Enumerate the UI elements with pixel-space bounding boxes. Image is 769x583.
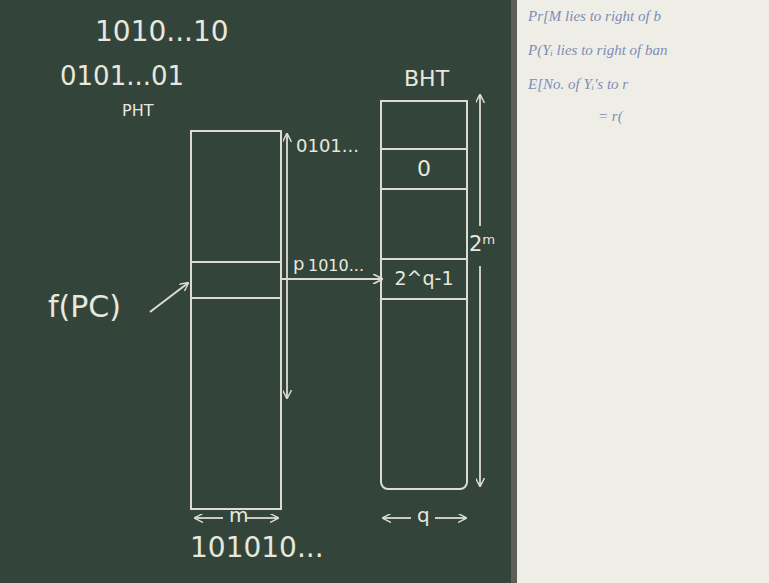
notes-line: E[No. of Yᵢ's to r	[528, 76, 628, 93]
notes-line: = r(	[598, 108, 623, 125]
width-arrow	[247, 517, 278, 519]
size-label: 2ᵐ	[469, 232, 495, 256]
bht-entry: 2^q-1	[382, 258, 466, 300]
bht-span-arrow	[479, 95, 481, 226]
notes-line: Pr[M lies to right of b	[528, 8, 661, 25]
notes-line: P(Yᵢ lies to right of ban	[528, 42, 667, 59]
bht-table: BHT02^q-1	[380, 100, 468, 490]
pht-span-arrow	[286, 134, 288, 398]
table-title: BHT	[404, 66, 449, 91]
entry-value: 0	[417, 156, 431, 181]
index-arrow	[150, 283, 188, 312]
width-label: m	[229, 504, 248, 527]
width-arrow	[435, 517, 466, 519]
edge-label: 1010...	[308, 257, 364, 275]
history-pattern: 1010...10	[95, 16, 229, 48]
pattern-note: 0101...	[296, 136, 359, 157]
history-pattern: 0101...01	[60, 62, 184, 92]
bht-span-arrow	[479, 266, 481, 486]
pointer-label: p	[293, 254, 304, 275]
pattern-sequence: 101010...	[190, 532, 324, 564]
pht-row-line	[190, 297, 282, 299]
pht-table: PHT	[190, 130, 282, 510]
width-arrow	[383, 517, 411, 519]
width-label: q	[417, 504, 430, 527]
bht-entry: 0	[382, 148, 466, 190]
pht-row-line	[190, 261, 282, 263]
width-arrow	[195, 517, 223, 519]
table-title: PHT	[122, 102, 153, 120]
entry-value: 2^q-1	[394, 268, 453, 290]
lookup-arrow	[282, 278, 382, 280]
index-function: f(PC)	[48, 290, 121, 325]
